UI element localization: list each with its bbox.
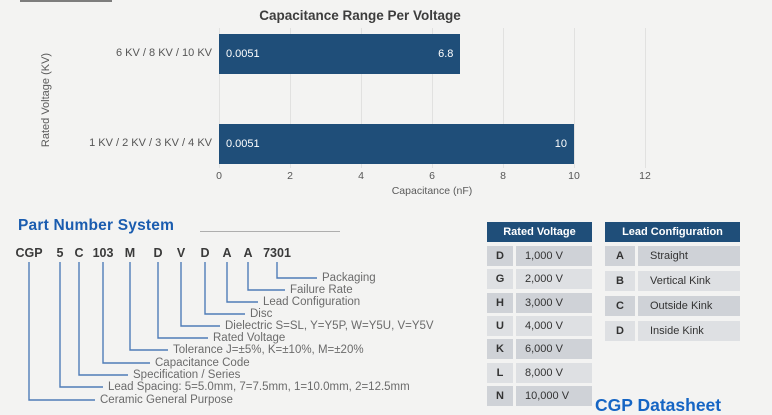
table-value-cell: 2,000 V — [516, 269, 592, 290]
table-letter-cell: U — [487, 315, 513, 336]
bar: 0.0051 6.8 — [219, 34, 461, 74]
chart-title: Capacitance Range Per Voltage — [259, 8, 461, 23]
pn-token: M — [124, 246, 136, 260]
pn-label: Tolerance J=±5%, K=±10%, M=±20% — [173, 344, 364, 356]
grid-line — [361, 28, 362, 168]
pn-connector-line — [78, 262, 128, 376]
table-letter-cell: L — [487, 362, 513, 383]
pn-token: D — [153, 246, 163, 260]
chart-y-axis-title: Rated Voltage (KV) — [40, 52, 52, 148]
x-tick-label: 10 — [568, 170, 580, 182]
bar: 0.0051 10 — [219, 124, 574, 164]
pn-label: Dielectric S=SL, Y=Y5P, W=Y5U, V=Y5V — [225, 320, 434, 332]
pn-label: Capacitance Code — [155, 357, 250, 369]
section-title: Part Number System — [18, 217, 175, 234]
category-label: 6 KV / 8 KV / 10 KV — [116, 47, 212, 59]
pn-token: V — [176, 246, 186, 260]
table-letter-cell: K — [487, 339, 513, 360]
pn-token: A — [243, 246, 253, 260]
bar-max-label: 10 — [554, 138, 567, 150]
table-value-cell: Straight — [638, 246, 740, 266]
pn-label: Specification / Series — [133, 369, 241, 381]
pn-token: A — [222, 246, 232, 260]
category-label: 1 KV / 2 KV / 3 KV / 4 KV — [89, 137, 212, 149]
table-value-cell: 1,000 V — [516, 246, 592, 266]
pn-token: 7301 — [263, 246, 291, 260]
pn-connector-line — [157, 262, 208, 339]
pn-connector-line — [59, 262, 103, 388]
pn-connector-line — [28, 262, 95, 401]
table-letter-cell: B — [605, 271, 635, 291]
table-value-cell: 3,000 V — [516, 292, 592, 313]
x-tick-label: 4 — [358, 170, 364, 182]
grid-line — [645, 28, 646, 168]
pn-token: 103 — [92, 246, 114, 260]
table-header: Rated Voltage — [487, 222, 592, 242]
x-tick-label: 6 — [429, 170, 435, 182]
pn-label: Ceramic General Purpose — [100, 394, 233, 406]
grid-line — [290, 28, 291, 168]
pn-token: C — [74, 246, 84, 260]
x-tick-label: 0 — [216, 170, 222, 182]
bar-min-label: 0.0051 — [226, 48, 260, 60]
table-value-cell: Vertical Kink — [638, 271, 740, 291]
pn-connector-line — [204, 262, 245, 315]
table-value-cell: 8,000 V — [516, 362, 592, 383]
table-letter-cell: G — [487, 269, 513, 290]
x-tick-label: 12 — [639, 170, 651, 182]
table-letter-cell: H — [487, 292, 513, 313]
pn-token: D — [200, 246, 210, 260]
table-value-cell: Inside Kink — [638, 321, 740, 341]
table-letter-cell: A — [605, 246, 635, 266]
table-value-cell: 10,000 V — [516, 385, 592, 406]
grid-line — [503, 28, 504, 168]
grid-line — [219, 28, 220, 168]
pn-connector-line — [226, 262, 258, 303]
pn-connector-line — [247, 262, 285, 291]
pn-label: Lead Spacing: 5=5.0mm, 7=7.5mm, 1=10.0mm… — [108, 381, 410, 393]
table-letter-cell: D — [487, 246, 513, 266]
pn-connector-line — [180, 262, 220, 327]
pn-connector-line — [102, 262, 150, 364]
pn-label: Disc — [250, 308, 273, 320]
pn-label: Failure Rate — [290, 284, 353, 296]
table-header: Lead Configuration — [605, 222, 740, 242]
table-letter-cell: N — [487, 385, 513, 406]
chart-x-axis-title: Capacitance (nF) — [391, 185, 473, 197]
pn-connector-line — [129, 262, 168, 351]
pn-token: 5 — [56, 246, 64, 260]
table-letter-cell: D — [605, 321, 635, 341]
grid-line — [574, 28, 575, 168]
bar-max-label: 6.8 — [438, 48, 454, 60]
table-value-cell: 4,000 V — [516, 315, 592, 336]
cgp-datasheet-link[interactable]: CGP Datasheet — [595, 395, 722, 415]
table-value-cell: Outside Kink — [638, 296, 740, 316]
grid-line — [432, 28, 433, 168]
pn-token: CGP — [15, 246, 43, 260]
bar-min-label: 0.0051 — [226, 138, 260, 150]
pn-label: Rated Voltage — [213, 332, 286, 344]
cropped-element-edge — [20, 0, 112, 2]
table-value-cell: 6,000 V — [516, 339, 592, 360]
heading-rule — [200, 231, 340, 232]
x-tick-label: 2 — [287, 170, 293, 182]
pn-label: Packaging — [322, 272, 376, 284]
pn-connector-line — [276, 262, 317, 279]
table-letter-cell: C — [605, 296, 635, 316]
x-tick-label: 8 — [500, 170, 506, 182]
pn-label: Lead Configuration — [263, 296, 361, 308]
